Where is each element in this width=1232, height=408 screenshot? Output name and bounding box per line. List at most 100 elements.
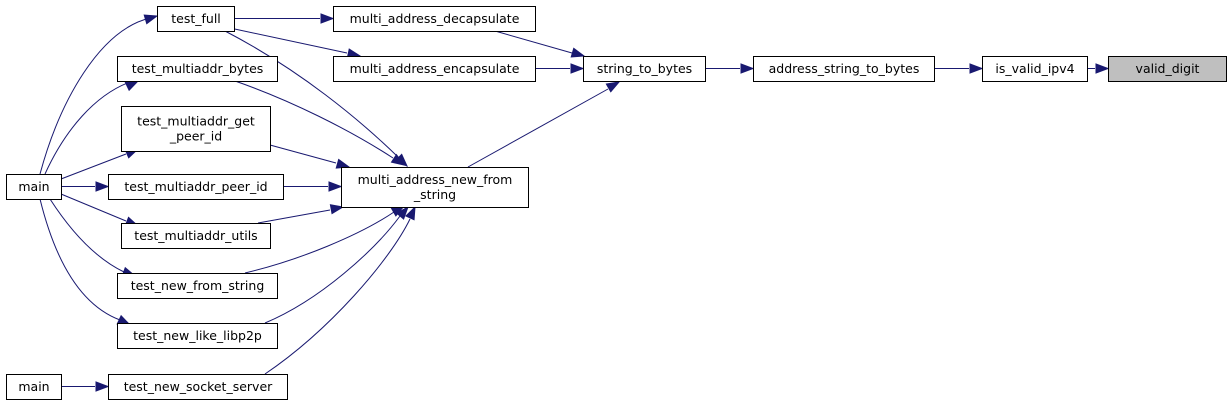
edge-line [224,30,399,158]
edge-test_multiaddr_bytes-to-multi_address_new_from_string [234,80,406,166]
arrowhead-icon [143,14,159,25]
edges-layer [39,13,1110,392]
arrowhead-icon [570,63,585,74]
node-label: _string [413,187,456,202]
edge-test_full-to-multi_address_decapsulate [234,13,335,24]
edge-multi_address_decapsulate-to-string_to_bytes [494,30,586,58]
edge-test_multiaddr_peer_id-to-multi_address_new_from_string [283,181,343,192]
node-box [117,273,278,299]
node-label: valid_digit [1136,61,1200,76]
node-label: multi_address_encapsulate [350,61,520,76]
arrowhead-icon [390,153,406,166]
node-multi-address-encapsulate[interactable]: multi_address_encapsulate [333,56,536,82]
node-valid-digit[interactable]: valid_digit [1108,56,1227,82]
node-test-multiaddr-get-peer-id[interactable]: test_multiaddr_get_peer_id [121,106,271,152]
edge-test_new_like_libp2p-to-multi_address_new_from_string [264,205,409,324]
node-label: is_valid_ipv4 [995,61,1074,76]
edge-test_full-to-multi_address_encapsulate [229,27,362,59]
edge-multi_address_encapsulate-to-string_to_bytes [535,63,585,74]
edge-test_new_socket_server-to-multi_address_new_from_string [264,205,416,375]
arrowhead-icon [605,81,621,93]
node-main-2[interactable]: main [6,374,62,400]
node-box [117,56,278,82]
edge-main_2-to-test_new_socket_server [61,381,110,392]
node-label: string_to_bytes [597,61,692,76]
edge-test_multiaddr_get_peer_id-to-multi_address_new_from_string [269,144,351,169]
arrowhead-icon [740,63,755,74]
node-box [121,106,271,152]
node-test-full[interactable]: test_full [157,6,235,32]
node-label: test_new_from_string [131,278,265,293]
edge-address_string_to_bytes-to-is_valid_ipv4 [934,63,984,74]
node-test-new-from-string[interactable]: test_new_from_string [117,273,278,299]
node-multi-address-new-from-string[interactable]: multi_address_new_from_string [341,167,529,208]
edge-line [39,17,151,175]
node-address-string-to-bytes[interactable]: address_string_to_bytes [753,56,935,82]
node-test-new-socket-server[interactable]: test_new_socket_server [108,374,288,400]
node-box [1108,56,1227,82]
node-box [982,56,1088,82]
node-box [583,56,706,82]
edge-line [60,193,127,222]
edge-line [244,211,395,274]
node-label: address_string_to_bytes [769,61,920,76]
node-multi-address-decapsulate[interactable]: multi_address_decapsulate [333,6,536,32]
edge-line [269,144,337,164]
node-test-multiaddr-peer-id[interactable]: test_multiaddr_peer_id [108,174,284,200]
node-box [333,6,536,32]
arrowhead-icon [124,80,140,92]
node-label: test_new_socket_server [124,379,273,394]
arrowhead-icon [969,63,984,74]
edge-main_1-to-test_full [39,14,159,175]
node-label: test_new_like_libp2p [133,328,262,343]
edge-line [229,27,348,54]
node-box [108,374,288,400]
node-box [108,174,284,200]
node-test-multiaddr-bytes[interactable]: test_multiaddr_bytes [117,56,278,82]
node-box [333,56,536,82]
edge-line [264,215,401,324]
edge-line [467,88,609,168]
edge-main_1-to-test_multiaddr_peer_id [61,181,110,192]
edge-test_multiaddr_utils-to-multi_address_new_from_string [257,204,345,224]
node-label: main [18,379,49,394]
edge-line [49,198,125,273]
node-label: test_multiaddr_get [137,114,255,129]
node-box [121,223,271,249]
node-main-1[interactable]: main [6,174,62,200]
arrowhead-icon [328,181,343,192]
node-label: multi_address_new_from [358,172,513,187]
node-box [117,323,278,349]
node-box [341,167,529,208]
edge-line [39,198,121,321]
arrowhead-icon [329,204,345,215]
node-box [753,56,935,82]
node-string-to-bytes[interactable]: string_to_bytes [583,56,706,82]
edge-line [264,218,411,375]
edge-line [234,80,394,159]
node-label: test_full [171,11,221,26]
arrowhead-icon [95,181,110,192]
edge-multi_address_new_from_string-to-string_to_bytes [467,81,621,168]
node-test-multiaddr-utils[interactable]: test_multiaddr_utils [121,223,271,249]
arrowhead-icon [320,13,335,24]
edge-line [494,30,573,54]
arrowhead-icon [405,205,416,221]
nodes-layer: valid_digit is_valid_ipv4 address_string_t… [6,6,1227,400]
arrowhead-icon [1095,63,1110,74]
node-label: test_multiaddr_bytes [132,61,264,76]
node-is-valid-ipv4[interactable]: is_valid_ipv4 [982,56,1088,82]
edge-main_1-to-test_new_like_libp2p [39,198,132,326]
arrowhead-icon [335,158,351,169]
node-label: test_multiaddr_peer_id [124,179,267,194]
arrowhead-icon [395,205,409,220]
node-label: test_multiaddr_utils [134,228,257,243]
edge-line [60,153,127,180]
arrowhead-icon [570,47,586,58]
node-test-new-like-libp2p[interactable]: test_new_like_libp2p [117,323,278,349]
arrowhead-icon [95,381,110,392]
node-box [6,374,62,400]
node-label: _peer_id [169,129,222,144]
node-label: main [18,179,49,194]
